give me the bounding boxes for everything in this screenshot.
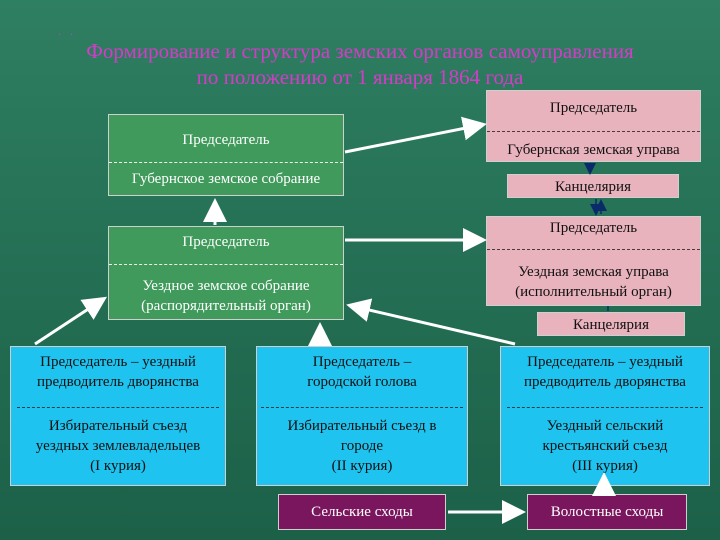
divider <box>17 407 219 408</box>
gub-sobranie-box: Председатель Губернское земское собрание <box>108 114 344 196</box>
uezd-uprava-chair: Председатель <box>549 220 638 236</box>
gub-uprava-chair: Председатель <box>549 100 638 116</box>
gub-sobranie-chair: Председатель <box>182 132 270 148</box>
gub-uprava-box: Председатель Губернская земская управа <box>486 90 701 162</box>
divider <box>109 264 343 265</box>
curia-1-chair-line2: предводитель дворянства <box>37 374 199 390</box>
curia-3-label-line3: (III курия) <box>572 458 638 474</box>
title-line-2: по положению от 1 января 1864 года <box>196 65 524 89</box>
curia-1-chair-line1: Председатель – уездный <box>40 354 196 370</box>
title-decoration: · · <box>58 30 77 41</box>
curia-3-label-line1: Уездный сельский <box>546 418 664 434</box>
curia-3-chair-line2: предводитель дворянства <box>524 374 686 390</box>
volostnye-skhody-label: Волостные сходы <box>550 504 664 520</box>
uezd-uprava-label: Уездная земская управа <box>518 264 669 280</box>
title-line-1: Формирование и структура земских органов… <box>86 39 634 63</box>
gub-sobranie-label: Губернское земское собрание <box>131 171 321 187</box>
curia-3-chair-line1: Председатель – уездный <box>527 354 683 370</box>
curia-2-label-line2: городе <box>340 438 384 454</box>
uezd-kanc-label: Канцелярия <box>573 317 649 333</box>
uezd-sobranie-role: (распорядительный орган) <box>141 298 311 314</box>
arrow-curia-3-to-uezd <box>346 298 516 346</box>
selskie-skhody-box: Сельские сходы <box>278 494 446 530</box>
uezd-kanc-box: Канцелярия <box>537 312 685 336</box>
divider <box>487 249 700 250</box>
uezd-sobranie-chair: Председатель <box>182 234 270 250</box>
curia-2-chair-line2: городской голова <box>307 374 417 390</box>
gub-kanc-label: Канцелярия <box>555 179 631 195</box>
curia-2-label-line1: Избирательный съезд в <box>287 418 437 434</box>
curia-2-chair-line1: Председатель – <box>312 354 412 370</box>
selskie-skhody-label: Сельские сходы <box>311 504 413 520</box>
curia-1-box: Председатель – уездный предводитель двор… <box>10 346 226 486</box>
page-title: Формирование и структура земских органов… <box>0 38 720 90</box>
divider <box>261 407 463 408</box>
uezd-uprava-role: (исполнительный орган) <box>515 284 672 300</box>
divider <box>507 407 703 408</box>
curia-2-label-line3: (II курия) <box>331 458 393 474</box>
arrow-curia-1-to-uezd <box>34 296 108 346</box>
curia-1-label-line1: Избирательный съезд <box>48 418 188 434</box>
gub-uprava-label: Губернская земская управа <box>507 142 680 158</box>
gub-kanc-box: Канцелярия <box>507 174 679 198</box>
uezd-sobranie-label: Уездное земское собрание <box>142 278 310 294</box>
volostnye-skhody-box: Волостные сходы <box>527 494 687 530</box>
curia-2-box: Председатель – городской голова Избирате… <box>256 346 468 486</box>
curia-1-label-line2: уездных землевладельцев <box>35 438 201 454</box>
curia-1-label-line3: (I курия) <box>90 458 146 474</box>
arrow-gub-sobranie-to-uprava <box>344 116 487 154</box>
divider <box>109 162 343 163</box>
uezd-uprava-box: Председатель Уездная земская управа (исп… <box>486 216 701 306</box>
curia-3-label-line2: крестьянский съезд <box>542 438 668 454</box>
divider <box>487 131 700 132</box>
uezd-sobranie-box: Председатель Уездное земское собрание (р… <box>108 226 344 320</box>
